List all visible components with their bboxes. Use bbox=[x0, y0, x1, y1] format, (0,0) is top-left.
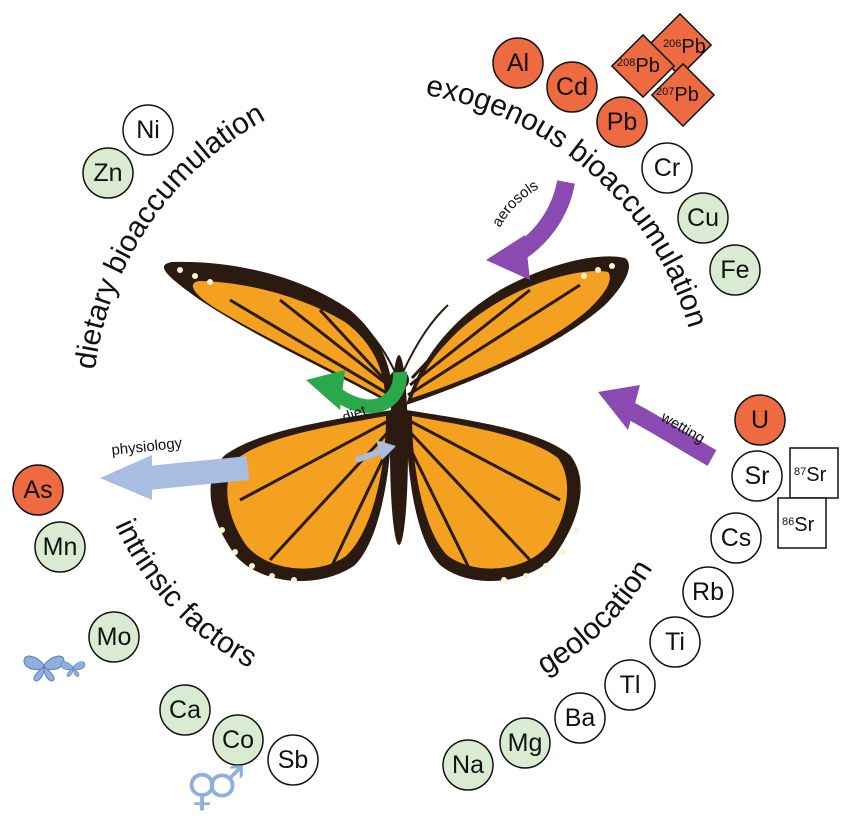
left-forewing-orange bbox=[192, 281, 385, 398]
right-antenna bbox=[402, 304, 449, 373]
element-ni: Ni bbox=[122, 104, 174, 156]
element-mg: Mg bbox=[499, 717, 551, 769]
aerosols-label: aerosols bbox=[489, 177, 542, 230]
svg-text:Sb: Sb bbox=[278, 746, 309, 774]
svg-text:Fe: Fe bbox=[720, 256, 749, 284]
butterfly-image bbox=[163, 256, 629, 583]
svg-text:As: As bbox=[23, 476, 52, 504]
svg-text:Ca: Ca bbox=[169, 696, 201, 724]
aerosols-arrow bbox=[486, 180, 575, 280]
element-mo: Mo bbox=[88, 611, 140, 663]
element-circles: Ni Zn Al Cd Pb Cr Cu Fe U Sr Cs Rb Ti Tl… bbox=[12, 37, 786, 791]
isotope-pb208-label: 208Pb bbox=[617, 55, 660, 77]
isotope-pb206-label: 206Pb bbox=[663, 36, 706, 58]
element-u: U bbox=[734, 394, 786, 446]
strontium-isotope-boxes: 87Sr 86Sr bbox=[777, 447, 839, 549]
svg-text:Mg: Mg bbox=[508, 729, 543, 757]
right-forewing-orange bbox=[412, 271, 610, 398]
svg-text:Mn: Mn bbox=[43, 533, 78, 561]
svg-text:Al: Al bbox=[507, 49, 529, 77]
svg-text:Ti: Ti bbox=[665, 628, 685, 656]
svg-text:Co: Co bbox=[222, 726, 254, 754]
svg-text:Cs: Cs bbox=[721, 524, 752, 552]
svg-text:Ba: Ba bbox=[565, 704, 596, 732]
male-icon: ♂ bbox=[206, 757, 245, 808]
element-cs: Cs bbox=[710, 512, 762, 564]
svg-text:Mo: Mo bbox=[97, 623, 132, 651]
svg-text:Zn: Zn bbox=[93, 159, 122, 187]
isotope-pb207 bbox=[650, 62, 716, 128]
svg-text:Cd: Cd bbox=[556, 73, 588, 101]
svg-text:Tl: Tl bbox=[620, 671, 641, 699]
element-pb: Pb bbox=[596, 96, 648, 148]
small-butterfly-icon bbox=[23, 655, 86, 682]
wing-spots bbox=[177, 263, 615, 583]
element-sb: Sb bbox=[267, 734, 319, 786]
female-icon: ♀ bbox=[186, 765, 218, 816]
element-ti: Ti bbox=[649, 616, 701, 668]
left-hindwing-orange bbox=[227, 416, 386, 569]
wing-veins bbox=[229, 283, 581, 571]
element-ca: Ca bbox=[159, 684, 211, 736]
svg-text:86Sr: 86Sr bbox=[782, 514, 815, 536]
svg-text:Sr: Sr bbox=[745, 462, 770, 490]
element-rb: Rb bbox=[682, 566, 734, 618]
left-antenna bbox=[339, 304, 396, 373]
physiology-arrow bbox=[100, 440, 396, 500]
element-fe: Fe bbox=[709, 244, 761, 296]
isotope-pb208 bbox=[610, 33, 676, 99]
diet-arrow bbox=[306, 370, 408, 414]
svg-text:Ni: Ni bbox=[136, 116, 160, 144]
physiology-label: physiology bbox=[111, 435, 184, 459]
element-al: Al bbox=[492, 37, 544, 89]
element-cu: Cu bbox=[677, 192, 729, 244]
element-cd: Cd bbox=[546, 61, 598, 113]
isotope-pb207-label: 207Pb bbox=[656, 84, 699, 106]
element-as: As bbox=[12, 464, 64, 516]
element-cr: Cr bbox=[641, 142, 693, 194]
svg-text:Na: Na bbox=[452, 751, 484, 779]
lead-isotope-boxes: 206Pb 208Pb 207Pb bbox=[610, 12, 716, 128]
svg-text:Rb: Rb bbox=[692, 578, 724, 606]
svg-text:Cu: Cu bbox=[687, 204, 719, 232]
isotope-sr87: 87Sr bbox=[789, 447, 839, 499]
element-co: Co bbox=[212, 714, 264, 766]
wetting-arrow bbox=[598, 385, 717, 466]
element-ba: Ba bbox=[554, 692, 606, 744]
element-na: Na bbox=[442, 739, 494, 791]
svg-text:87Sr: 87Sr bbox=[794, 464, 827, 486]
svg-text:Cr: Cr bbox=[654, 154, 680, 182]
isotope-sr86: 86Sr bbox=[777, 497, 827, 549]
element-mn: Mn bbox=[34, 521, 86, 573]
element-zn: Zn bbox=[82, 147, 134, 199]
svg-text:Pb: Pb bbox=[607, 108, 638, 136]
element-tl: Tl bbox=[604, 659, 656, 711]
svg-text:U: U bbox=[751, 406, 769, 434]
element-sr: Sr bbox=[731, 450, 783, 502]
